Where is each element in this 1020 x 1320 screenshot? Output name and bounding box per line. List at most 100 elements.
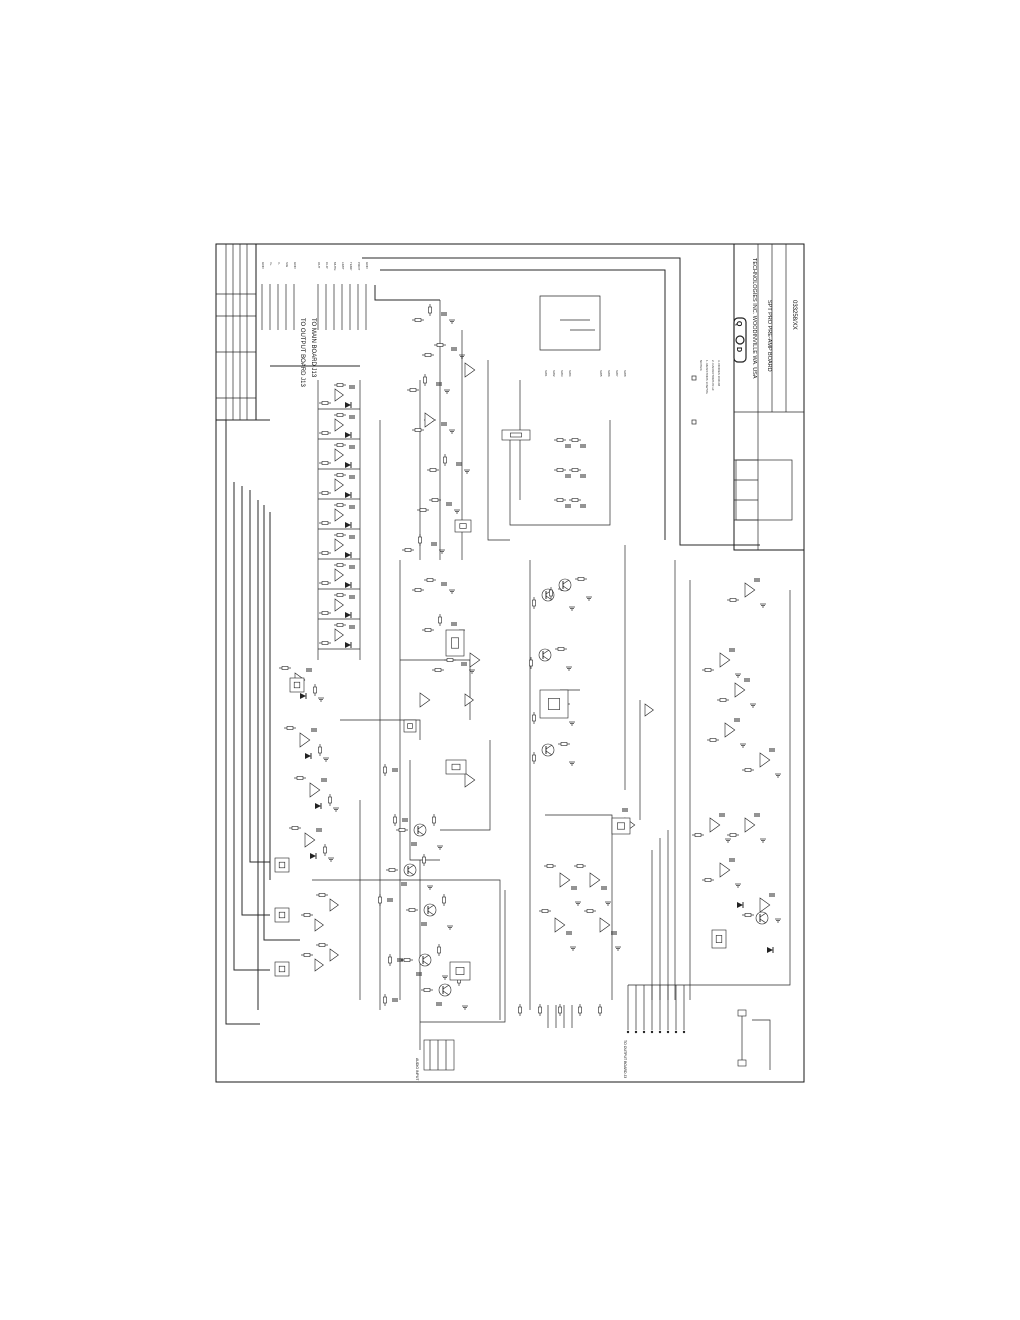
transistor-symbol — [423, 903, 437, 917]
svg-text:NOTES:: NOTES: — [699, 360, 703, 371]
resistor-symbol — [378, 894, 382, 906]
to-output-board-label: TO OUTPUT BOARD J13 — [299, 318, 305, 387]
svg-text:GND: GND — [261, 262, 265, 270]
capacitor-symbol — [566, 931, 572, 935]
svg-text:TEMP: TEMP — [349, 262, 353, 270]
capacitor-symbol — [461, 662, 467, 666]
resistor-symbol — [558, 742, 570, 746]
resistor-symbol — [442, 894, 446, 906]
resistor-symbol — [727, 598, 739, 602]
capacitor-symbol — [719, 813, 725, 817]
company-name: TECHNOLOGIES INC. WOODINVILLE WA. USA — [751, 258, 757, 379]
capacitor-symbol — [387, 898, 393, 902]
part-grid — [735, 459, 793, 521]
ground-symbol — [328, 857, 334, 862]
capacitor-symbol — [349, 445, 355, 449]
opamp-symbol — [719, 862, 731, 878]
ground-symbol — [760, 603, 766, 608]
ground-symbol — [569, 761, 575, 766]
capacitor-symbol — [316, 828, 322, 832]
ground-symbol — [439, 549, 445, 554]
resistor-symbol — [584, 909, 596, 913]
opamp-symbol — [719, 652, 731, 668]
opamp-symbol — [559, 872, 571, 888]
resistor-symbol — [401, 958, 413, 962]
resistor-symbol — [569, 498, 581, 502]
resistor-symbol — [406, 908, 418, 912]
resistor-symbol — [421, 988, 433, 992]
opamp-symbol — [334, 538, 344, 552]
diode-symbol — [345, 402, 352, 408]
resistor-symbol — [319, 611, 331, 615]
resistor-symbol — [412, 428, 424, 432]
capacitor-symbol — [446, 502, 452, 506]
resistor-symbol — [334, 533, 346, 537]
ic-symbol — [711, 929, 727, 949]
resistor-symbol — [318, 744, 322, 756]
opamp-symbol — [329, 898, 339, 912]
opamp-symbol — [464, 772, 476, 788]
svg-text:GND: GND — [365, 262, 369, 270]
opamp-symbol — [744, 817, 756, 833]
capacitor-symbol — [321, 778, 327, 782]
left-bus-wiring — [225, 257, 760, 1025]
opamp-symbol — [599, 917, 611, 933]
ic-symbol — [274, 857, 290, 873]
svg-text:SW2: SW2 — [552, 370, 556, 377]
ground-symbol — [615, 946, 621, 951]
capacitor-symbol — [451, 622, 457, 626]
resistor-symbol — [428, 304, 432, 316]
diode-symbol — [345, 522, 352, 528]
capacitor-symbol — [754, 578, 760, 582]
capacitor-symbol — [349, 505, 355, 509]
resistor-symbol — [702, 878, 714, 882]
svg-text:LIMIT: LIMIT — [341, 262, 345, 270]
resistor-symbol — [412, 588, 424, 592]
resistor-symbol — [289, 826, 301, 830]
opamp-symbol — [589, 872, 601, 888]
resistor-symbol — [422, 353, 434, 357]
resistor-symbol — [319, 551, 331, 555]
drawing-number: 033258/XX — [791, 300, 797, 330]
ground-symbol — [459, 354, 465, 359]
ic-symbol — [289, 677, 305, 693]
transistor-symbol — [413, 823, 427, 837]
resistor-symbol — [742, 913, 754, 917]
opamp-symbol — [744, 582, 756, 598]
resistor-symbol — [323, 844, 327, 856]
drawing-border — [215, 243, 805, 1083]
ic-symbol — [274, 961, 290, 977]
capacitor-symbol — [734, 718, 740, 722]
top-connector-block: TO OUTPUT BOARD J13 TO MAIN BOARD J13 GN… — [261, 262, 369, 387]
capacitor-symbol — [565, 504, 571, 508]
svg-text:Q: Q — [735, 321, 742, 327]
opamp-symbol — [554, 917, 566, 933]
resistor-symbol — [544, 864, 556, 868]
capacitor-symbol — [421, 922, 427, 926]
ic-symbol — [274, 907, 290, 923]
ic-symbol — [501, 429, 531, 441]
opamp-symbol — [309, 782, 321, 798]
resistor-symbol — [518, 1004, 522, 1016]
resistor-symbol — [432, 668, 444, 672]
resistor-symbol — [316, 893, 328, 897]
diode-symbol — [345, 552, 352, 558]
svg-text:PROT: PROT — [357, 262, 361, 271]
resistor-symbol — [334, 593, 346, 597]
svg-text:SW7: SW7 — [615, 370, 619, 377]
opamp-symbol — [464, 693, 474, 707]
component-layer — [274, 304, 781, 1034]
resistor-symbol — [598, 1004, 602, 1016]
filter-ladder — [317, 380, 361, 660]
resistor-symbol — [319, 491, 331, 495]
capacitor-symbol — [441, 312, 447, 316]
opamp-symbol — [709, 817, 721, 833]
resistor-symbol — [424, 578, 436, 582]
ground-symbol — [725, 838, 731, 843]
resistor-symbol — [313, 684, 317, 696]
resistor-symbol — [279, 666, 291, 670]
opamp-symbol — [314, 958, 324, 972]
ic-symbol — [449, 961, 471, 981]
diode-symbol — [345, 612, 352, 618]
